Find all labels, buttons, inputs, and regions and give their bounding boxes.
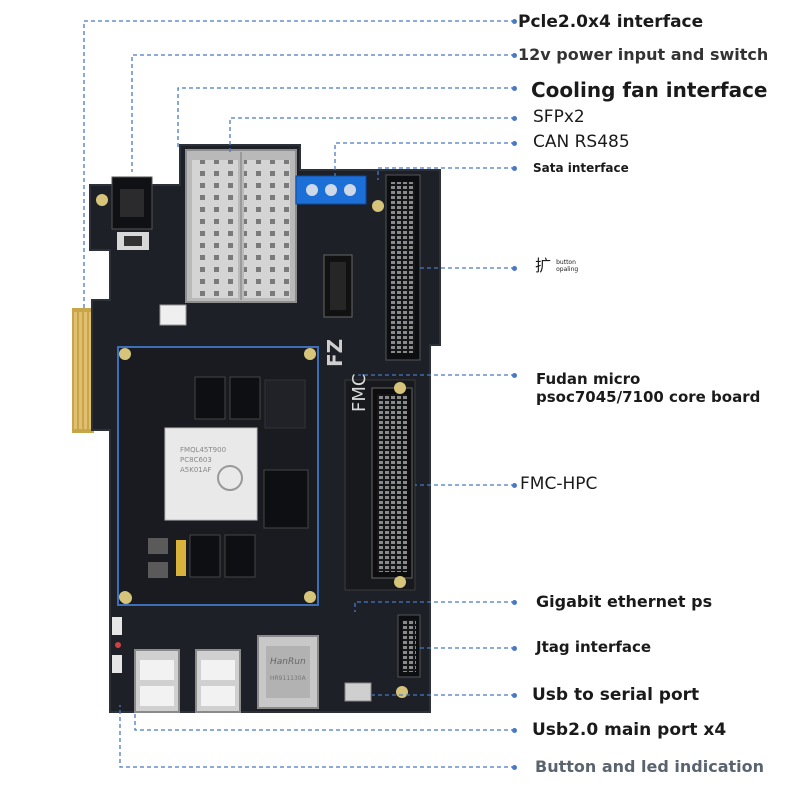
label-sata: Sata interface	[533, 161, 629, 175]
label-expand-small: button opaling	[556, 258, 579, 273]
label-button: Button and led indication	[535, 757, 765, 776]
fmc-connector	[344, 379, 416, 591]
label-sfp: SFPx2	[533, 107, 585, 127]
label-expand-small-2: opaling	[556, 265, 579, 273]
sfp-cages	[185, 149, 297, 303]
rj45-part-text: HR911130A	[270, 675, 307, 682]
pcie-gold-finger	[72, 308, 94, 433]
leader-dot	[512, 373, 517, 378]
leader-dot	[512, 728, 517, 733]
rj45-brand-text: HanRun	[270, 657, 306, 667]
label-expand: 扩 button opaling	[535, 258, 578, 274]
leader-dot	[512, 483, 517, 488]
leader-dot	[512, 19, 517, 24]
usb-ports	[134, 649, 241, 713]
label-usb-serial: Usb to serial port	[532, 685, 700, 705]
mounting-holes	[96, 194, 408, 698]
power-jack	[111, 176, 153, 250]
leader-lines	[83, 20, 515, 768]
buttons-leds	[112, 617, 122, 673]
chip-line-3: A5K01AF	[180, 466, 212, 474]
leader-dot	[512, 166, 517, 171]
leader-dot	[512, 646, 517, 651]
core-board: FMQL45T900 PC8C603 A5K01AF	[117, 346, 319, 606]
label-pcie: Pcle2.0x4 interface	[518, 12, 704, 32]
leader-dot	[512, 53, 517, 58]
label-fmc: FMC-HPC	[520, 474, 598, 494]
label-fan: Cooling fan interface	[531, 78, 768, 102]
leader-dot	[512, 693, 517, 698]
label-core-1: Fudan micro	[536, 370, 641, 388]
fmc-silkscreen: FMC	[349, 374, 370, 412]
rj45-port: HanRun HR911130A	[257, 635, 319, 709]
label-jtag: Jtag interface	[536, 638, 652, 656]
jtag-header	[397, 614, 421, 678]
chip-line-2: PC8C603	[180, 456, 212, 464]
label-eth: Gigabit ethernet ps	[536, 592, 713, 611]
label-power: 12v power input and switch	[518, 45, 769, 64]
leader-dot	[512, 86, 517, 91]
leader-dot	[512, 141, 517, 146]
leader-dot	[512, 765, 517, 770]
label-core-2: psoc7045/7100 core board	[536, 388, 761, 406]
micro-usb-port	[344, 682, 372, 702]
label-expand-small-1: button	[556, 258, 576, 266]
label-expand-char: 扩	[535, 256, 552, 275]
expansion-header	[385, 174, 421, 361]
leader-dot	[512, 600, 517, 605]
chip-line-1: FMQL45T900	[180, 446, 226, 454]
brand-logo: FZ	[323, 339, 347, 367]
leader-dot	[512, 266, 517, 271]
can-terminal-blocks	[295, 175, 367, 205]
leader-dot	[512, 116, 517, 121]
sata-connector	[323, 254, 353, 318]
fan-connector	[159, 304, 187, 326]
label-usb-main: Usb2.0 main port x4	[532, 720, 727, 740]
label-can: CAN RS485	[533, 132, 630, 152]
